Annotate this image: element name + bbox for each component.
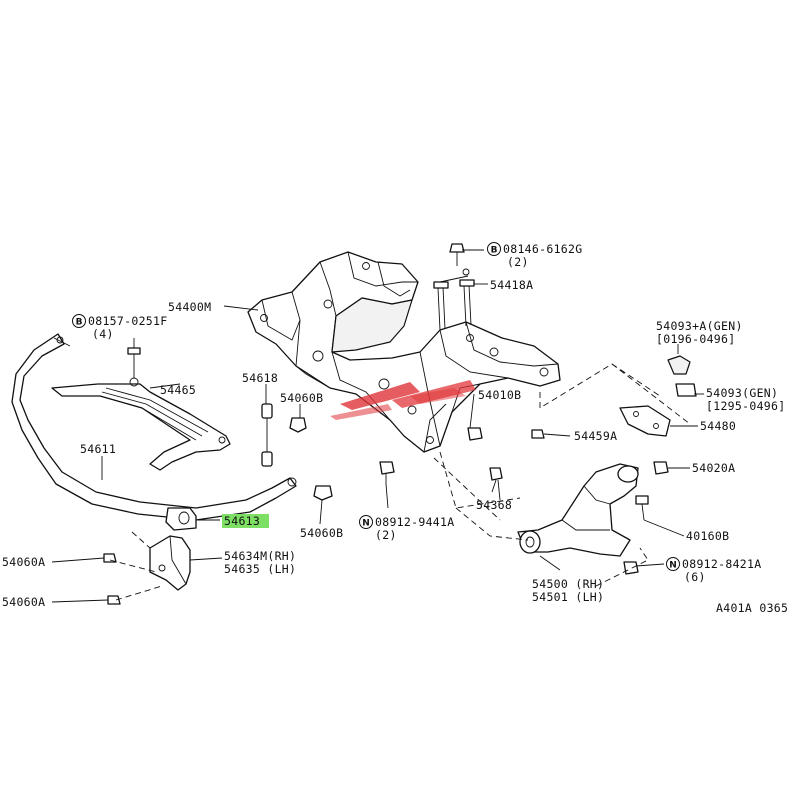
brand-watermark [330, 380, 476, 420]
label-54459A: 54459A [574, 429, 617, 443]
assembly-guide-lines [109, 363, 691, 601]
bolt-symbol-letter: B [76, 318, 83, 328]
part-number-labels: 54400M B 08146-6162G (2) 54418A B 08157-… [2, 242, 788, 615]
label-54093A-range: [0196-0496] [656, 332, 735, 346]
label-54368: 54368 [476, 498, 512, 512]
nut-symbol-circle [359, 515, 373, 529]
label-54020A: 54020A [692, 461, 735, 475]
label-54400M: 54400M [168, 300, 211, 314]
label-08157-0251F: 08157-0251F [88, 314, 167, 328]
nut-symbol-letter: N [669, 561, 677, 571]
label-54500: 54500 (RH) [532, 577, 604, 591]
lower-control-arm-part [517, 463, 649, 557]
highlighted-part-marker [222, 514, 269, 528]
bolt-symbol-circle [487, 242, 501, 256]
label-54634M: 54634M(RH) [224, 549, 296, 563]
label-54418A: 54418A [490, 278, 533, 292]
label-54501: 54501 (LH) [532, 590, 604, 604]
leader-lines [51, 249, 704, 603]
diagram-code: A401A 0365 [716, 601, 788, 615]
stabilizer-bushing-part [165, 507, 197, 531]
label-54093: 54093(GEN) [706, 386, 778, 400]
stabilizer-link-part [261, 403, 333, 501]
stabilizer-bar-part [11, 333, 297, 521]
label-54060A: 54060A [2, 555, 45, 569]
label-54060B: 54060B [280, 391, 323, 405]
label-54613: 54613 [224, 514, 260, 528]
label-54480: 54480 [700, 419, 736, 433]
label-08912-9441A-qty: (2) [375, 528, 397, 542]
label-54611: 54611 [80, 442, 116, 456]
front-crossmember-part [247, 251, 561, 453]
crossmember-bolts-part [433, 243, 475, 331]
label-08157-qty: (4) [92, 327, 114, 341]
label-08146-6162G: 08146-6162G [503, 242, 582, 256]
label-54060A: 54060A [2, 595, 45, 609]
label-08912-8421A: 08912-8421A [682, 557, 761, 571]
nut-symbol-circle [666, 557, 680, 571]
label-08912-8421A-qty: (6) [684, 570, 706, 584]
bolt-symbol-letter: B [491, 246, 498, 256]
label-54010B: 54010B [478, 388, 521, 402]
rebound-bumper-parts [619, 355, 697, 437]
nut-and-bolt-parts [379, 427, 669, 575]
label-54093A: 54093+A(GEN) [656, 319, 743, 333]
label-08912-9441A: 08912-9441A [375, 515, 454, 529]
label-08146-qty: (2) [507, 255, 529, 269]
label-54093-range: [1295-0496] [706, 399, 785, 413]
stabilizer-bracket-part [103, 535, 191, 605]
nut-symbol-letter: N [362, 519, 370, 529]
label-54635: 54635 (LH) [224, 562, 296, 576]
bolt-symbol-circle [72, 314, 86, 328]
stabilizer-plate-part [51, 347, 231, 471]
label-54618: 54618 [242, 371, 278, 385]
label-54465: 54465 [160, 383, 196, 397]
label-40160B: 40160B [686, 529, 729, 543]
label-54060B: 54060B [300, 526, 343, 540]
